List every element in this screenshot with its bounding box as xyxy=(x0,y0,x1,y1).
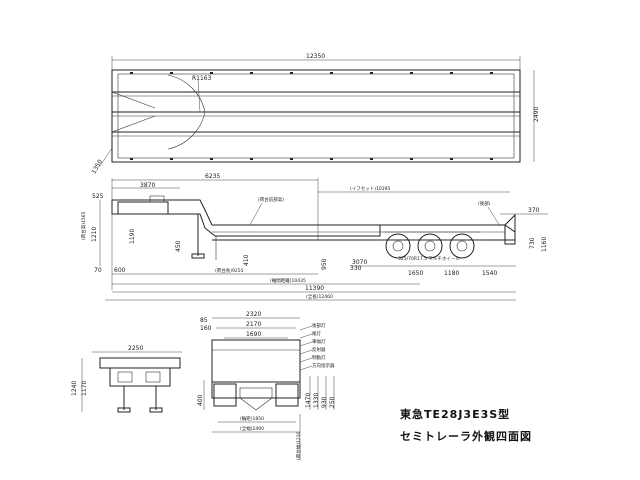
side-dim-410: 410 xyxy=(243,254,250,266)
rear-leader-4 xyxy=(299,349,313,355)
rear-leader-1 xyxy=(299,325,313,331)
rear-dim-400: 400 xyxy=(197,394,204,406)
top-stake-pockets xyxy=(130,72,493,160)
front-view: 2250 1240 1170 xyxy=(71,345,182,413)
side-dim-1650: 1650 xyxy=(408,270,423,277)
rear-wheel-left xyxy=(213,383,237,407)
top-corner-leader xyxy=(99,147,113,167)
side-hub-1 xyxy=(392,240,404,252)
side-wheel-3 xyxy=(449,233,475,259)
rear-leader-5 xyxy=(299,357,313,363)
side-view: 6235 3870 (イフセット)10395 (荷台高)1565 1210 11… xyxy=(80,173,548,301)
side-wheels xyxy=(385,233,475,259)
side-dim-3870: 3870 xyxy=(140,182,155,189)
top-radius-leader xyxy=(197,79,201,113)
side-rear-end xyxy=(504,213,516,245)
drawing-model-title: 東急TE28J3E3S型 xyxy=(400,407,510,421)
side-dim-11390: 11390 xyxy=(305,285,324,292)
top-kingpin-radius: R1163 xyxy=(192,75,212,82)
side-landing-foot xyxy=(191,253,205,259)
side-gooseneck xyxy=(111,199,381,237)
rear-dim-1690: 1690 xyxy=(246,331,261,338)
rear-axle xyxy=(239,387,273,399)
side-label-deck: (イフセット)10395 xyxy=(350,186,390,192)
rear-wheel-right xyxy=(275,383,299,407)
rear-callouts: 後部灯 尾灯 車幅灯 反射器 制動灯 方向指示器 xyxy=(299,322,335,371)
title-block: 東急TE28J3E3S型 セミトレーラ外観四面図 xyxy=(400,407,532,443)
side-dim-1210: 1210 xyxy=(91,227,98,242)
rear-deckwidth-dim: (荷台幅)1230 xyxy=(295,431,302,460)
top-kingpin-arc xyxy=(111,74,206,150)
side-dim-1540: 1540 xyxy=(482,270,497,277)
rear-leader-2 xyxy=(299,333,313,339)
side-dim-450: 450 xyxy=(175,240,182,252)
rear-dim-1330: 1330 xyxy=(313,393,320,408)
top-overall-length: 12350 xyxy=(306,53,325,60)
front-foot-right xyxy=(149,407,163,413)
rear-label-3: 車幅灯 xyxy=(312,338,326,345)
rear-label-4: 反射器 xyxy=(312,346,326,353)
side-label-axle: 325/70R17.5 マルチホイール xyxy=(398,256,460,262)
front-width-dim: 2250 xyxy=(128,345,143,352)
side-label-ol: (全長)12460 xyxy=(306,293,333,300)
top-view: 12350 R1163 2490 1350 xyxy=(90,53,540,175)
side-wheel-1 xyxy=(385,233,411,259)
rear-dim-160: 160 xyxy=(200,325,212,332)
rear-dim-2170: 2170 xyxy=(246,321,261,328)
front-body xyxy=(109,367,171,387)
front-height-1170: 1170 xyxy=(81,381,88,396)
side-label-deck-len: (荷台長)9255 xyxy=(215,267,244,274)
side-label-tail: (後部) xyxy=(478,200,491,207)
side-wheel-2 xyxy=(417,233,443,259)
front-foot-left xyxy=(117,407,131,413)
side-dim-370: 370 xyxy=(528,207,540,214)
side-label-wb: (軸間距離)10435 xyxy=(270,277,306,284)
side-dim-730: 730 xyxy=(529,237,536,249)
rear-view: 85 160 2320 2170 1690 400 後部灯 尾灯 車幅灯 反射器… xyxy=(197,311,336,460)
drawing-subtitle: セミトレーラ外観四面図 xyxy=(400,429,532,443)
rear-dim-2320: 2320 xyxy=(246,311,261,318)
rear-label-6: 方向指示器 xyxy=(312,362,335,369)
rear-leader-3 xyxy=(299,341,313,347)
side-dim-330: 330 xyxy=(350,265,362,272)
top-overall-width: 2490 xyxy=(533,107,540,122)
rear-diff xyxy=(239,397,273,411)
rear-label-2: 尾灯 xyxy=(312,330,321,337)
side-leader-gooseneck xyxy=(249,202,263,226)
rear-dim-930: 930 xyxy=(321,396,328,408)
side-front-box xyxy=(117,201,169,215)
rear-width-dim: (全幅)2490 xyxy=(240,425,264,432)
side-suspension xyxy=(380,231,485,241)
rear-label-5: 制動灯 xyxy=(312,354,326,361)
side-dim-1190: 1190 xyxy=(129,229,136,244)
rear-leader-6 xyxy=(299,365,313,371)
side-dim-70: 70 xyxy=(94,267,102,274)
side-dim-600: 600 xyxy=(114,267,126,274)
rear-dim-1470: 1470 xyxy=(305,393,312,408)
side-dim-1160: 1160 xyxy=(541,237,548,252)
side-label-gooseneck: (荷台前部高) xyxy=(258,196,284,203)
rear-dim-85: 85 xyxy=(200,317,208,324)
rear-dim-250: 250 xyxy=(329,396,336,408)
side-dim-1180: 1180 xyxy=(444,270,459,277)
side-dim-3070: 3070 xyxy=(352,259,367,266)
side-dim-6235: 6235 xyxy=(205,173,220,180)
side-dim-525: 525 xyxy=(92,193,104,200)
side-leader-tail xyxy=(487,206,501,227)
side-hub-2 xyxy=(424,240,436,252)
rear-track-dim: (輪距)1850 xyxy=(240,415,264,422)
front-box-right xyxy=(145,371,161,383)
side-label-left-deck: (荷台高)1565 xyxy=(80,211,87,240)
side-dim-950: 950 xyxy=(321,258,328,270)
side-front-light xyxy=(149,195,165,203)
front-box-left xyxy=(117,371,133,383)
side-hub-3 xyxy=(456,240,468,252)
rear-label-1: 後部灯 xyxy=(312,322,326,329)
front-height-1240: 1240 xyxy=(71,381,78,396)
